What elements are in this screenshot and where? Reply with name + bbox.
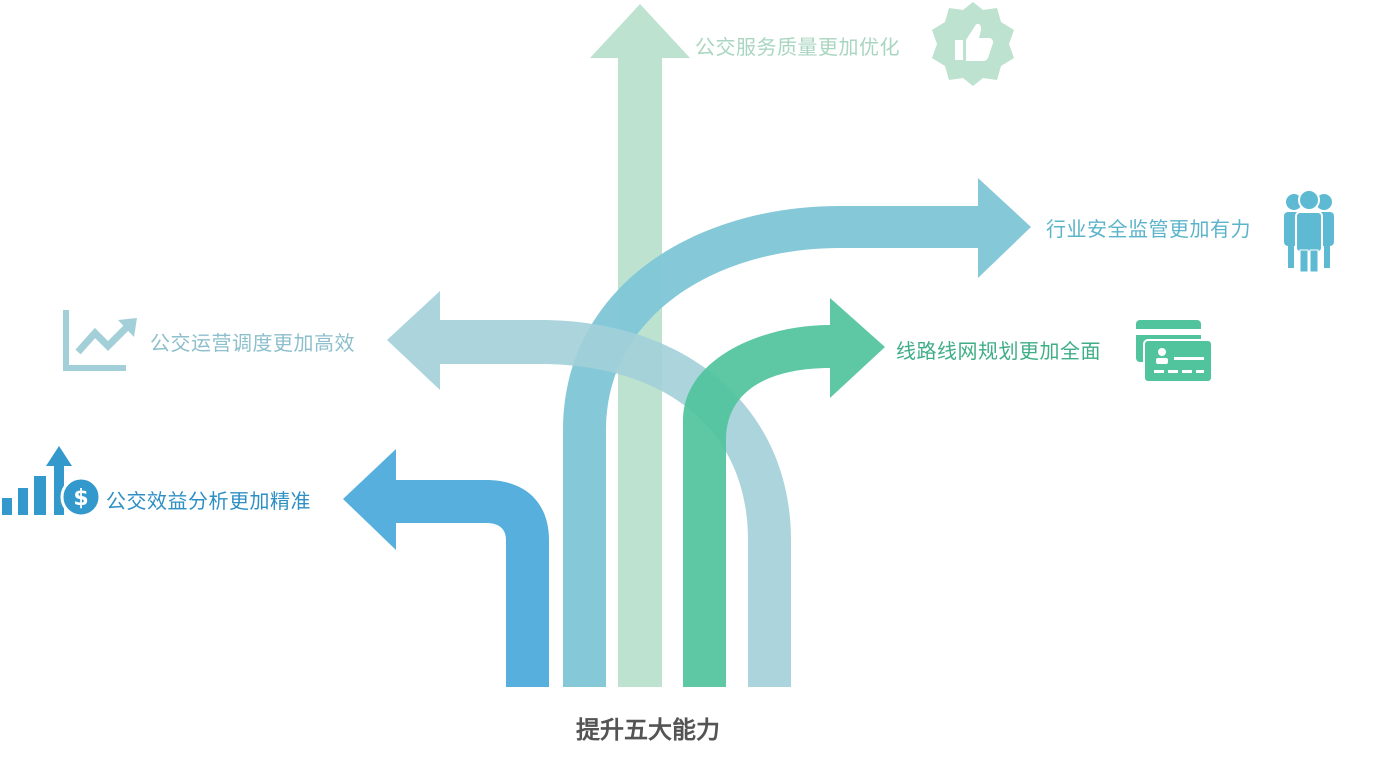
arrow-benefit (343, 449, 549, 687)
label-service: 公交服务质量更加优化 (695, 35, 900, 59)
dollar-growth-icon: $ (2, 446, 102, 518)
svg-text:$: $ (73, 486, 88, 511)
label-dispatch: 公交运营调度更加高效 (150, 331, 355, 355)
label-network: 线路线网规划更加全面 (896, 339, 1101, 363)
people-group-icon (1284, 189, 1334, 273)
label-safety: 行业安全监管更加有力 (1046, 217, 1251, 241)
arrow-network (683, 298, 885, 687)
trend-chart-icon (63, 310, 137, 371)
label-benefit: 公交效益分析更加精准 (106, 489, 311, 513)
diagram-title: 提升五大能力 (576, 716, 720, 744)
id-card-icon (1136, 320, 1213, 383)
thumbs-up-badge-icon (932, 2, 1014, 86)
arrow-safety (563, 178, 1031, 687)
arrow-dispatch (387, 291, 791, 687)
